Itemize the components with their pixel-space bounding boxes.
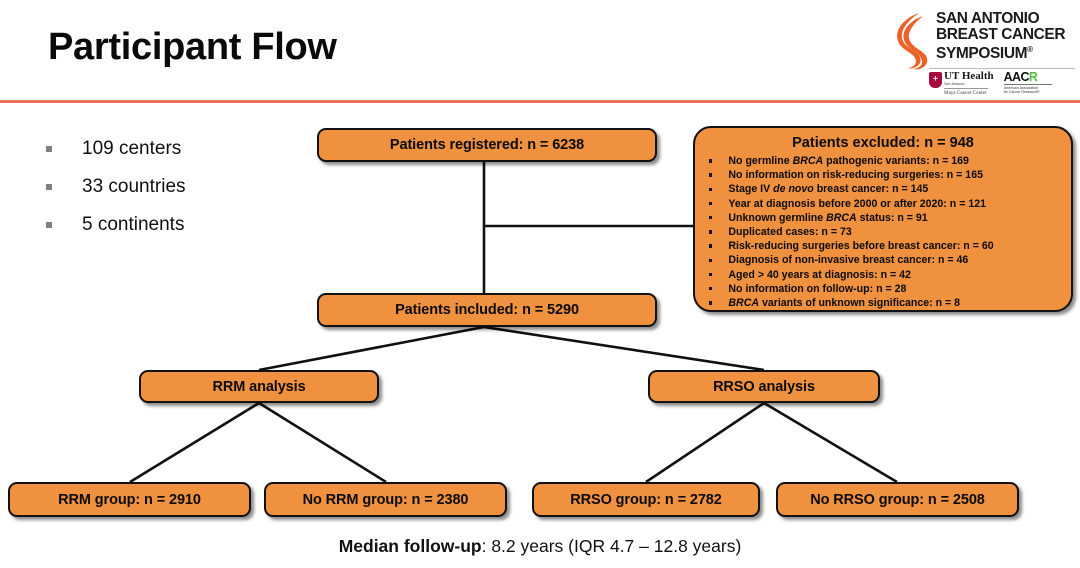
excluded-reason-label: Unknown germline BRCA status: n = 91: [728, 211, 928, 224]
logo-wordmark: SAN ANTONIO BREAST CANCER SYMPOSIUM®: [936, 8, 1066, 63]
excluded-reason-label: Duplicated cases: n = 73: [728, 226, 852, 239]
bullet-square-icon: [709, 230, 713, 234]
aacr-subtitle-1: American Association: [1003, 86, 1038, 90]
ut-health-name: UT Health: [944, 70, 994, 82]
ut-health-city: San Antonio: [944, 82, 965, 86]
aacr-logo: AACR American Association for Cancer Res…: [1003, 70, 1052, 95]
node-patients-included: Patients included: n = 5290: [317, 293, 657, 327]
study-scope-list: 109 centers 33 countries 5 continents: [46, 130, 296, 244]
logo-line-2: BREAST CANCER: [936, 25, 1066, 43]
excluded-reason-item: Aged > 40 years at diagnosis: n = 42: [695, 268, 1071, 282]
excluded-reason-label: Year at diagnosis before 2000 or after 2…: [728, 197, 987, 210]
node-rrm-analysis: RRM analysis: [139, 370, 379, 403]
ut-health-logo: UT Health San Antonio Mays Cancer Center: [929, 71, 994, 96]
list-item: 33 countries: [46, 168, 296, 206]
ut-health-center: Mays Cancer Center: [944, 89, 987, 96]
excluded-reason-label: BRCA variants of unknown significance: n…: [728, 297, 961, 310]
node-label: RRM analysis: [212, 378, 306, 395]
aacr-wordmark: AACR: [1003, 70, 1038, 84]
node-label: RRSO group: n = 2782: [570, 491, 722, 508]
bullet-square-icon: [709, 287, 713, 291]
excluded-reason-label: Aged > 40 years at diagnosis: n = 42: [728, 268, 911, 281]
connector-rrso-to-rrso-group: [645, 401, 765, 484]
bullet-square-icon: [46, 184, 52, 190]
logo-separator: [929, 68, 1075, 69]
excluded-reason-label: Diagnosis of non-invasive breast cancer:…: [728, 254, 969, 267]
median-followup-value: : 8.2 years (IQR 4.7 – 12.8 years): [481, 536, 742, 556]
excluded-reason-item: No germline BRCA pathogenic variants: n …: [695, 154, 1071, 168]
connector-included-to-rrso: [483, 325, 765, 372]
excluded-reason-item: No information on risk-reducing surgerie…: [695, 168, 1071, 182]
excluded-reason-item: Unknown germline BRCA status: n = 91: [695, 211, 1071, 225]
list-item: 109 centers: [46, 130, 296, 168]
bullet-square-icon: [709, 201, 713, 206]
excluded-reason-label: No information on risk-reducing surgerie…: [728, 169, 983, 182]
node-rrso-analysis: RRSO analysis: [648, 370, 880, 403]
node-rrm-group: RRM group: n = 2910: [8, 482, 251, 517]
node-label: RRM group: n = 2910: [58, 491, 201, 508]
node-rrso-group: RRSO group: n = 2782: [532, 482, 760, 517]
excluded-reason-item: Duplicated cases: n = 73: [695, 225, 1071, 239]
connector-rrso-to-no-rrso-group: [763, 401, 898, 484]
bullet-square-icon: [709, 216, 713, 220]
list-item-label: 109 centers: [82, 138, 182, 159]
sabcs-logo: SAN ANTONIO BREAST CANCER SYMPOSIUM® UT …: [893, 8, 1075, 96]
excluded-title: Patients excluded: n = 948: [792, 135, 974, 151]
bullet-square-icon: [46, 146, 52, 152]
logo-line-3: SYMPOSIUM®: [936, 45, 1033, 63]
bullet-square-icon: [709, 187, 713, 191]
node-patients-registered: Patients registered: n = 6238: [317, 128, 657, 162]
excluded-reason-item: Risk-reducing surgeries before breast ca…: [695, 239, 1071, 253]
node-label: Patients registered: n = 6238: [389, 137, 585, 153]
connector-rrm-to-rrm-group: [129, 401, 260, 484]
node-label: RRSO analysis: [713, 378, 815, 395]
title-divider: [0, 100, 1080, 103]
page-title: Participant Flow: [48, 26, 337, 68]
excluded-reason-item: Year at diagnosis before 2000 or after 2…: [695, 197, 1071, 211]
bullet-square-icon: [709, 173, 713, 177]
bullet-square-icon: [709, 272, 713, 277]
bullet-square-icon: [709, 159, 713, 163]
breast-cancer-ribbon-icon: [897, 13, 928, 70]
list-item-label: 33 countries: [82, 176, 186, 197]
excluded-reason-label: Risk-reducing surgeries before breast ca…: [728, 240, 994, 253]
bullet-square-icon: [46, 222, 52, 228]
excluded-reason-label: No germline BRCA pathogenic variants: n …: [728, 155, 969, 167]
excluded-reason-label: Stage IV de novo breast cancer: n = 145: [728, 183, 929, 196]
median-followup-label: Median follow-up: [338, 536, 482, 556]
node-label: Patients included: n = 5290: [395, 302, 579, 318]
node-label: No RRM group: n = 2380: [302, 491, 469, 508]
excluded-reason-item: Diagnosis of non-invasive breast cancer:…: [695, 253, 1071, 267]
bullet-square-icon: [709, 301, 713, 305]
excluded-reason-label: No information on follow-up: n = 28: [728, 282, 907, 295]
excluded-reason-item: BRCA variants of unknown significance: n…: [695, 296, 1071, 310]
ut-divider: [944, 87, 988, 89]
logo-line-1: SAN ANTONIO: [936, 10, 1040, 27]
node-label: No RRSO group: n = 2508: [810, 491, 985, 508]
node-patients-excluded: Patients excluded: n = 948 No germline B…: [693, 126, 1073, 312]
ut-shield-icon: [929, 72, 942, 88]
aacr-divider: [1003, 84, 1052, 85]
connector-included-to-rrm: [258, 325, 485, 372]
excluded-reason-list: No germline BRCA pathogenic variants: n …: [695, 154, 1071, 310]
excluded-reason-item: No information on follow-up: n = 28: [695, 282, 1071, 296]
logo-trademark: ®: [1027, 45, 1033, 54]
bullet-square-icon: [709, 258, 713, 262]
median-followup-note: Median follow-up: 8.2 years (IQR 4.7 – 1…: [0, 536, 1080, 557]
node-no-rrso-group: No RRSO group: n = 2508: [776, 482, 1019, 517]
connector-rrm-to-no-rrm-group: [258, 401, 387, 484]
node-no-rrm-group: No RRM group: n = 2380: [264, 482, 507, 517]
aacr-subtitle-2: for Cancer Research®: [1003, 90, 1040, 95]
list-item: 5 continents: [46, 206, 296, 244]
bullet-square-icon: [709, 244, 713, 248]
list-item-label: 5 continents: [82, 214, 185, 235]
excluded-reason-item: Stage IV de novo breast cancer: n = 145: [695, 182, 1071, 196]
